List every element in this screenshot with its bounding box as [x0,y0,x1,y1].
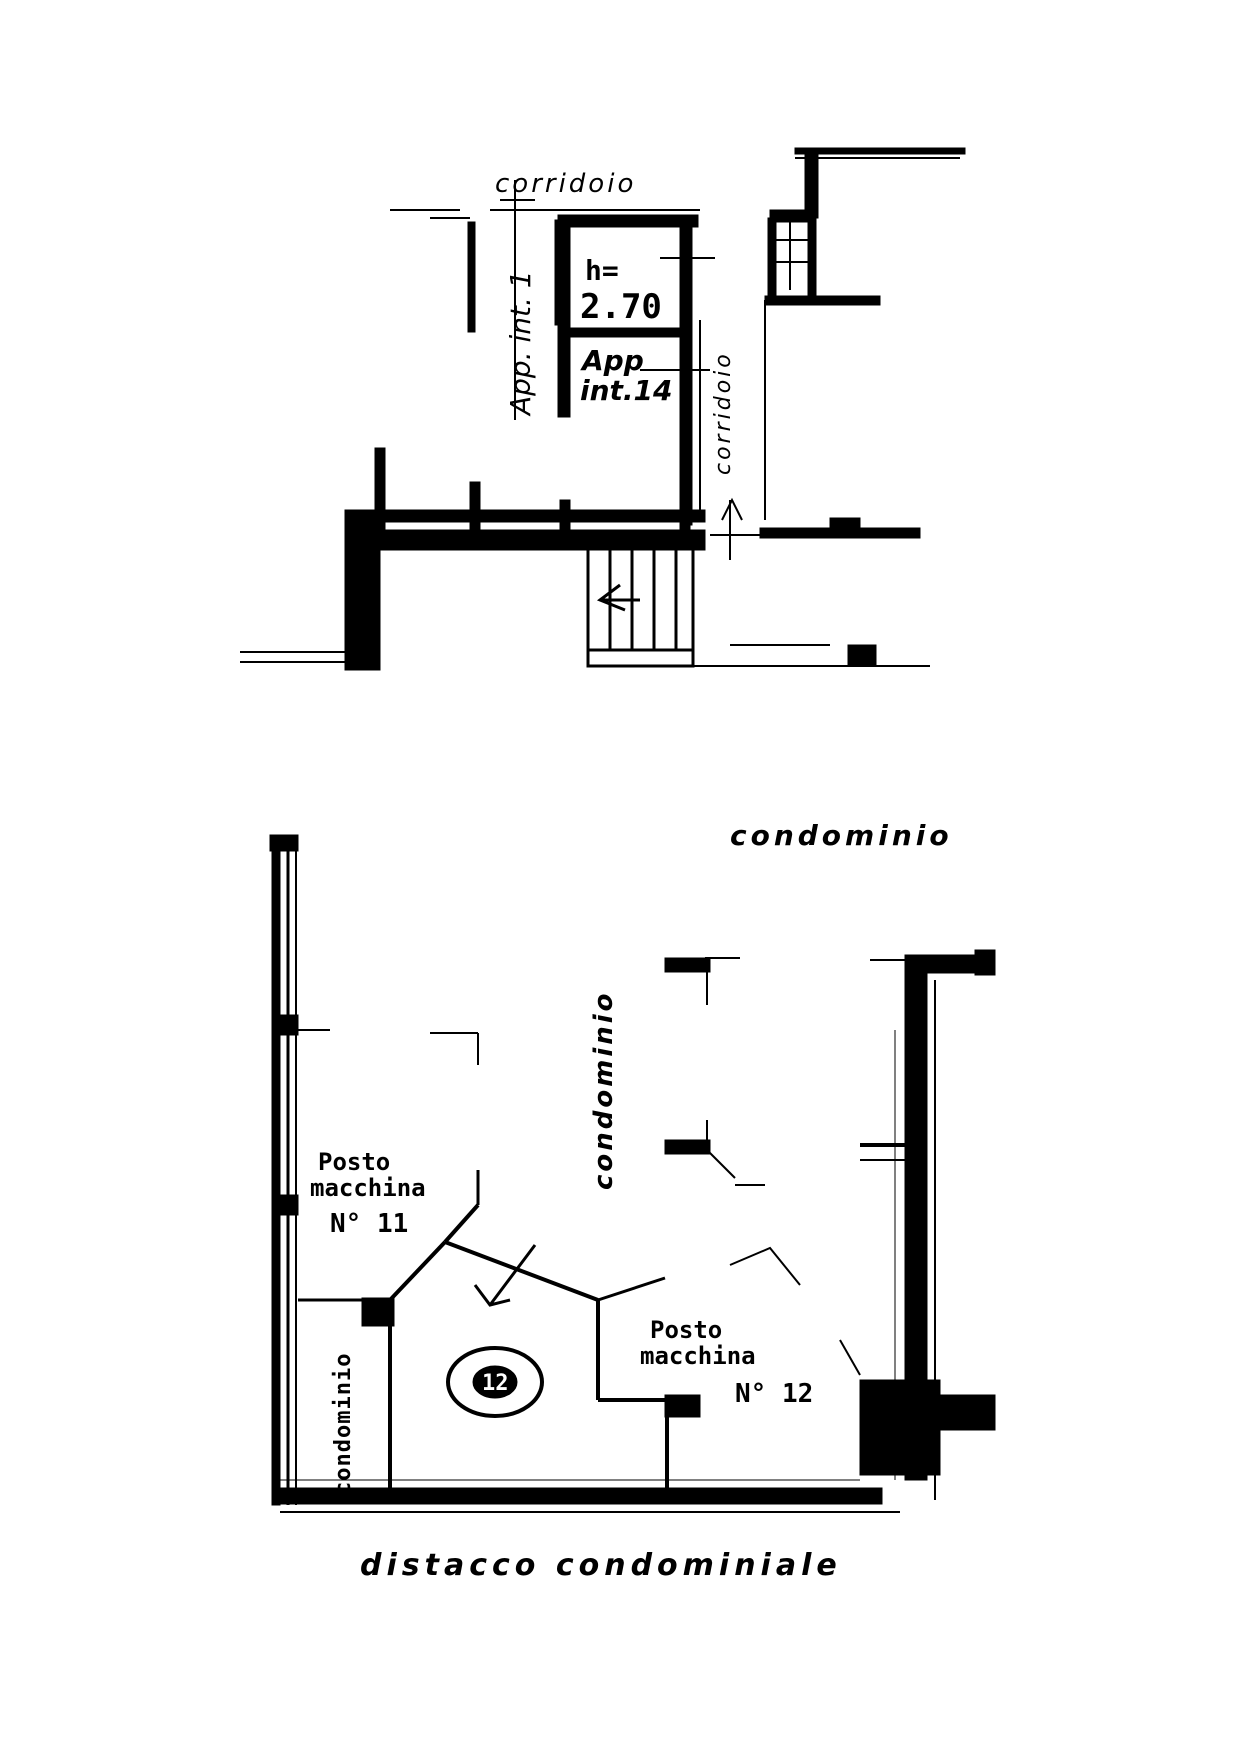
parking-11-line2: macchina [310,1174,426,1202]
unit-14-wall [557,214,571,418]
pillar [664,1139,711,1155]
bottom-boundary-label: distacco condominiale [360,1548,842,1583]
door-swing [729,1246,801,1286]
wall [769,209,816,223]
wall [764,295,881,306]
door-swing [706,1149,736,1179]
top-condominio-label: condominio [730,819,953,852]
wall [847,644,877,666]
parking-11-line1: Posto [318,1148,390,1176]
pillar [361,1297,395,1327]
wall [794,147,966,155]
wall [467,221,476,333]
unit-14-wall [557,327,689,338]
parking-12-boundary [444,1240,599,1302]
height-label-line1: h= [585,254,619,287]
parking-12-line3: N° 12 [735,1379,813,1409]
corridor-top-label: corridoio [495,169,636,199]
stair-arrow-icon [596,583,640,612]
window-frame [807,217,817,297]
staircase [586,546,695,668]
unit-14-label-line1: App [580,344,644,377]
parking-11-line3: N° 11 [330,1209,408,1239]
parking-12-boundary [597,1276,666,1302]
entry-arrow-icon [473,1244,537,1307]
unit-1-label: App. int. 1 [504,270,537,417]
unit-14-wall [557,214,699,228]
pillar [664,1394,701,1418]
right-wall [974,949,996,976]
window-frame [767,217,777,297]
wall [379,529,706,551]
wall [469,481,481,533]
top-floor-plan: corridoio corridoio App. int. 1 h= 2.70 … [240,147,966,671]
left-wall [271,834,281,1506]
door-swing [839,1339,861,1376]
parking-12-line2: macchina [640,1342,756,1370]
center-condominio-label: condominio [589,990,619,1190]
section-arrow [721,497,743,521]
wall [374,447,386,531]
left-wall [271,1014,299,1036]
left-wall [271,1194,299,1216]
wall [344,509,706,523]
wall [559,499,571,533]
parking-11-boundary [388,1240,447,1302]
corridor-right-label: corridoio [711,351,736,475]
bottom-garage-plan: 12 condominio condominio condominio Post… [269,819,996,1583]
wall [344,539,364,669]
height-label-line2: 2.70 [580,287,662,327]
wall [679,499,691,533]
parking-11-boundary [443,1203,480,1244]
marker-number: 12 [482,1371,509,1396]
bottom-wall [271,1487,883,1505]
wall [829,517,861,531]
unit-14-label-line2: int.14 [580,374,673,407]
left-strip-condominio-label: condominio [331,1353,356,1495]
right-wall [929,1394,996,1431]
pillar [664,957,711,973]
parking-number-marker: 12 [446,1346,544,1418]
parking-12-line1: Posto [650,1316,722,1344]
right-wall [859,1379,941,1476]
